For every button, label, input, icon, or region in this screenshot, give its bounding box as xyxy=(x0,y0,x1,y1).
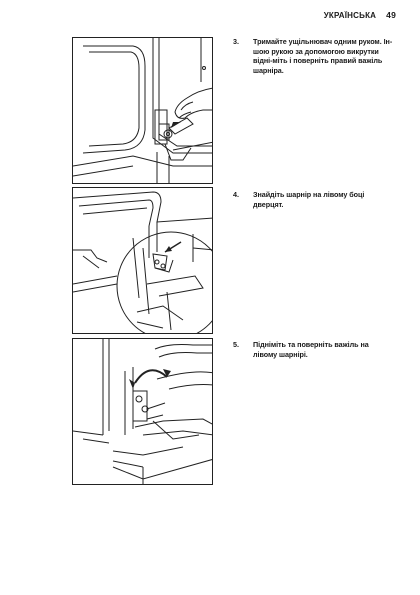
step-4: 4. Знайдіть шарнір на лівому боці дверця… xyxy=(233,190,393,209)
step-text: Знайдіть шарнір на лівому боці дверцят. xyxy=(253,190,365,209)
section-title: УКРАЇНСЬКА xyxy=(323,11,377,20)
step-number: 5. xyxy=(233,340,239,349)
illustration-lift-lever xyxy=(73,339,212,484)
illustration-hinge-screwdriver xyxy=(73,38,212,183)
figure-step-4 xyxy=(72,187,213,334)
step-number: 4. xyxy=(233,190,239,199)
illustration-left-hinge xyxy=(73,191,212,333)
figure-step-3 xyxy=(72,37,213,184)
step-text: Підніміть та поверніть важіль на лівому … xyxy=(253,340,369,359)
step-text: Тримайте ущільнювач одним руком. Ін-шою … xyxy=(253,37,393,75)
step-3: 3. Тримайте ущільнювач одним руком. Ін-ш… xyxy=(233,37,393,75)
step-5: 5. Підніміть та поверніть важіль на ліво… xyxy=(233,340,393,359)
step-number: 3. xyxy=(233,37,239,46)
page-header: УКРАЇНСЬКА 49 xyxy=(324,10,396,20)
figure-step-5 xyxy=(72,338,213,485)
page-number: 49 xyxy=(386,10,396,20)
